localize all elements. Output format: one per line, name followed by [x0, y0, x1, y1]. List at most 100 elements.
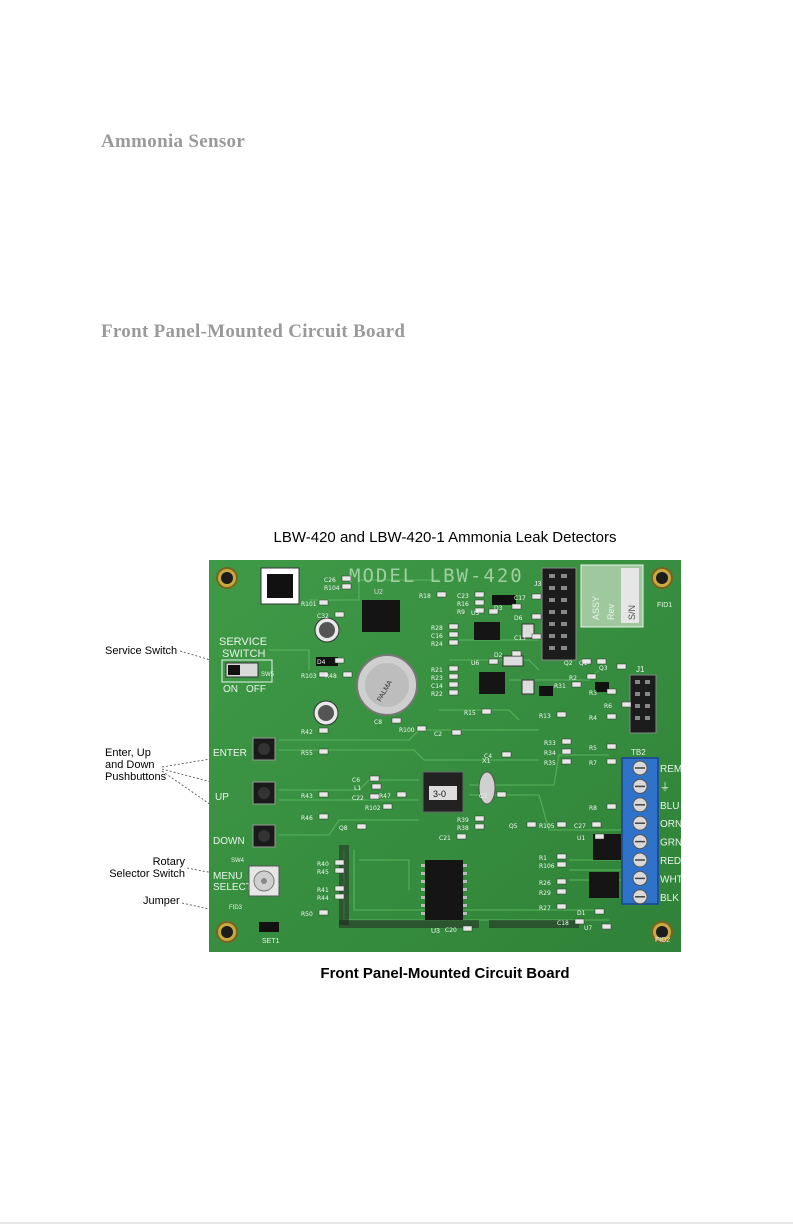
- smd-silkscreen-label: C20: [445, 927, 457, 934]
- smd-part: [342, 671, 353, 678]
- smd-silkscreen-label: Q8: [339, 825, 348, 832]
- crystal-x1: [478, 771, 496, 805]
- smd-part: [334, 893, 345, 900]
- smd-part: [448, 681, 459, 688]
- smd-part: [448, 623, 459, 630]
- ic-u3: [425, 860, 463, 920]
- label-sw5: SW5: [261, 672, 275, 678]
- smd-silkscreen-label: R103: [301, 673, 317, 680]
- smd-silkscreen-label: R4: [589, 715, 597, 722]
- section-heading-front-panel: Front Panel-Mounted Circuit Board: [101, 321, 406, 342]
- smd-part: [556, 711, 567, 718]
- smd-part: [496, 791, 507, 798]
- smd-part: [448, 673, 459, 680]
- smd-part: [318, 599, 329, 606]
- label-assy: ASSY: [591, 596, 601, 620]
- ic-u6: [589, 872, 619, 898]
- callout-buttons-line2: and Down: [105, 759, 155, 771]
- terminal-label: ORN: [660, 819, 681, 830]
- smd-silkscreen-label: R46: [301, 815, 313, 822]
- leader-jumper: [181, 902, 223, 913]
- smd-part: [581, 658, 592, 665]
- smd-part: [531, 593, 542, 600]
- smd-silkscreen-label: C8: [374, 719, 382, 726]
- terminal-screws: [632, 760, 648, 905]
- ic-u5: [474, 622, 500, 640]
- smd-silkscreen-label: R39: [457, 817, 469, 824]
- smd-silkscreen-label: U7: [584, 925, 592, 932]
- smd-part: [448, 689, 459, 696]
- smd-silkscreen-label: R38: [457, 825, 469, 832]
- callout-rotary: Rotary Selector Switch: [107, 856, 185, 880]
- smd-part: [531, 613, 542, 620]
- label-fid3: FID3: [229, 905, 243, 911]
- smd-silkscreen-label: R33: [544, 740, 556, 747]
- smd-silkscreen-label: R15: [464, 710, 476, 717]
- smd-part: [334, 867, 345, 874]
- smd-silkscreen-label: R5: [589, 745, 597, 752]
- smd-part: [606, 758, 617, 765]
- model-marking: MODEL LBW-420: [349, 565, 524, 587]
- smd-silkscreen-label: D1: [577, 910, 586, 917]
- smd-part: [371, 783, 382, 790]
- smd-part: [318, 791, 329, 798]
- smd-silkscreen-label: R102: [365, 805, 381, 812]
- smd-silkscreen-label: R50: [301, 911, 313, 918]
- smd-silkscreen-label: Q3: [599, 665, 608, 672]
- smd-part: [369, 775, 380, 782]
- service-switch-silk-1: SERVICE: [219, 636, 267, 648]
- smd-part: [574, 918, 585, 925]
- smd-silkscreen-label: R24: [431, 641, 443, 648]
- smd-silkscreen-label: C18: [557, 920, 569, 927]
- smd-part: [571, 681, 582, 688]
- smd-silkscreen-label: C16: [431, 633, 443, 640]
- callout-rotary-line1: Rotary: [152, 856, 185, 868]
- smd-part: [474, 599, 485, 606]
- led-d6: [521, 623, 535, 639]
- service-switch-silk-2: SWITCH: [222, 648, 265, 660]
- smd-part: [591, 821, 602, 828]
- smd-silkscreen-label: Q1: [579, 660, 588, 667]
- smd-part: [341, 583, 352, 590]
- smd-silkscreen-label: R7: [589, 760, 597, 767]
- connector-j3: [541, 567, 577, 661]
- smd-silkscreen-label: R6: [604, 703, 612, 710]
- smd-part: [606, 743, 617, 750]
- smd-silkscreen-label: R16: [457, 601, 469, 608]
- smd-part: [474, 607, 485, 614]
- callout-service-switch: Service Switch: [105, 645, 178, 657]
- smd-part: [531, 633, 542, 640]
- smd-silkscreen-label: R22: [431, 691, 443, 698]
- smd-silkscreen-label: C4: [484, 753, 492, 760]
- smd-part: [318, 748, 329, 755]
- smd-silkscreen-label: C13: [514, 635, 526, 642]
- figure-caption: Front Panel-Mounted Circuit Board: [320, 965, 570, 982]
- smd-silkscreen-label: R31: [554, 683, 566, 690]
- smd-part: [448, 665, 459, 672]
- label-enter: ENTER: [213, 748, 247, 759]
- smd-part: [511, 650, 522, 657]
- smd-silkscreen-label: C21: [439, 835, 451, 842]
- smd-silkscreen-label: R9: [457, 609, 465, 616]
- smd-part: [396, 791, 407, 798]
- terminal-label: BLU: [660, 801, 679, 812]
- smd-part: [436, 591, 447, 598]
- ic-u6-upper: [479, 672, 505, 694]
- smd-silkscreen-label: R55: [301, 750, 313, 757]
- jumper: [259, 922, 279, 932]
- smd-silkscreen-label: R104: [324, 585, 340, 592]
- figure-title: LBW-420 and LBW-420-1 Ammonia Leak Detec…: [273, 529, 617, 546]
- smd-silkscreen-label: R100: [399, 727, 415, 734]
- connector-j1: [629, 674, 657, 734]
- smd-part: [586, 673, 597, 680]
- smd-silkscreen-label: R101: [301, 601, 317, 608]
- smd-part: [318, 909, 329, 916]
- smd-part: [318, 813, 329, 820]
- smd-part: [601, 923, 612, 930]
- smd-part: [556, 878, 567, 885]
- label-down: DOWN: [213, 836, 245, 847]
- smd-silkscreen-label: R105: [539, 823, 555, 830]
- smd-part: [448, 631, 459, 638]
- smd-part: [474, 823, 485, 830]
